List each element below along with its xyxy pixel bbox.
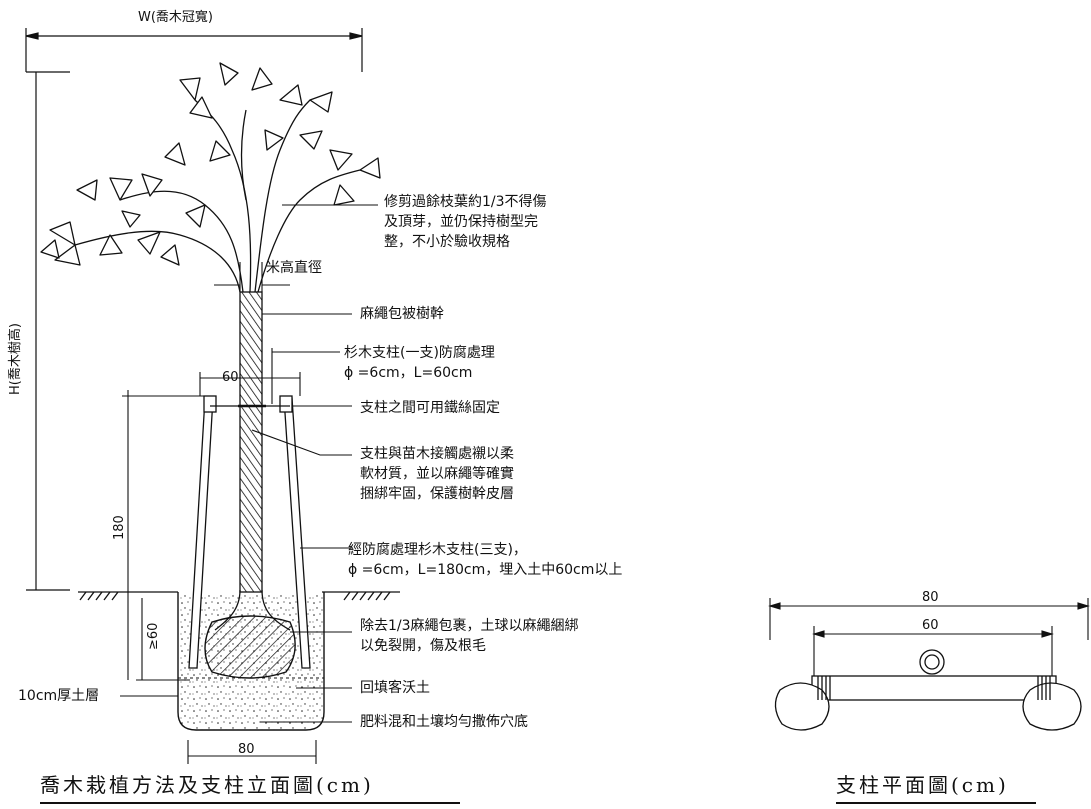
dim-pit-width: 80 [238,742,255,757]
embed-depth-dimension [136,598,190,681]
note-wire-fix: 支柱之間可用鐵絲固定 [360,400,500,416]
note-backfill: 回填客沃土 [360,680,430,696]
tree-crown [40,62,381,293]
note-trunk-diameter: 米高直徑 [266,260,322,276]
root-ball [204,615,296,679]
plan-view-dimensions [768,598,1090,676]
plan-dim-outer: 80 [922,590,939,605]
tree-trunk [239,291,263,593]
note-cedar-three: 經防腐處理杉木支柱(三支)， ϕ =6cm，L=180cm，埋入土中60cm以上 [348,542,623,578]
note-burlap-wrap: 麻繩包被樹幹 [360,306,444,322]
stake-height-dimension [122,390,210,680]
plan-view-stakes [774,649,1082,731]
crown-width-label: W(喬木冠寬) [138,10,213,25]
trunk-diameter-marker [214,262,290,292]
crown-width-dimension [25,28,363,72]
note-root-ball: 除去1/3麻繩包裹，土球以麻繩綑綁 以免裂開，傷及根毛 [360,618,579,654]
pit-width-dimension [187,740,317,764]
plan-dim-inner: 60 [922,618,939,633]
note-fertilizer: 肥料混和土壤均勻撒佈穴底 [360,714,528,730]
dim-stake-height: 180 [112,515,127,540]
plan-title-underline [836,802,1036,804]
leader-lines [120,204,378,723]
dim-embed: ≥60 [146,622,161,650]
tree-height-dimension [26,71,70,591]
note-cedar-single: 杉木支柱(一支)防腐處理 ϕ =6cm，L=60cm [344,345,495,381]
dim-top-span: 60 [222,370,239,385]
note-soil-layer: 10cm厚土層 [18,688,100,704]
support-stakes [188,395,311,669]
elevation-title-underline [40,802,460,804]
note-pruning: 修剪過餘枝葉約1/3不得傷 及頂芽，並仍保持樹型完 整，不小於驗收規格 [384,194,547,250]
top-span-dimension [199,372,301,396]
plan-title: 支柱平面圖(cm) [836,773,1009,797]
elevation-title: 喬木栽植方法及支柱立面圖(cm) [40,773,374,797]
tree-height-label: H(喬木樹高) [8,323,23,395]
note-padding: 支柱與苗木接觸處襯以柔 軟材質，並以麻繩等確實 捆綁牢固，保護樹幹皮層 [360,446,514,502]
